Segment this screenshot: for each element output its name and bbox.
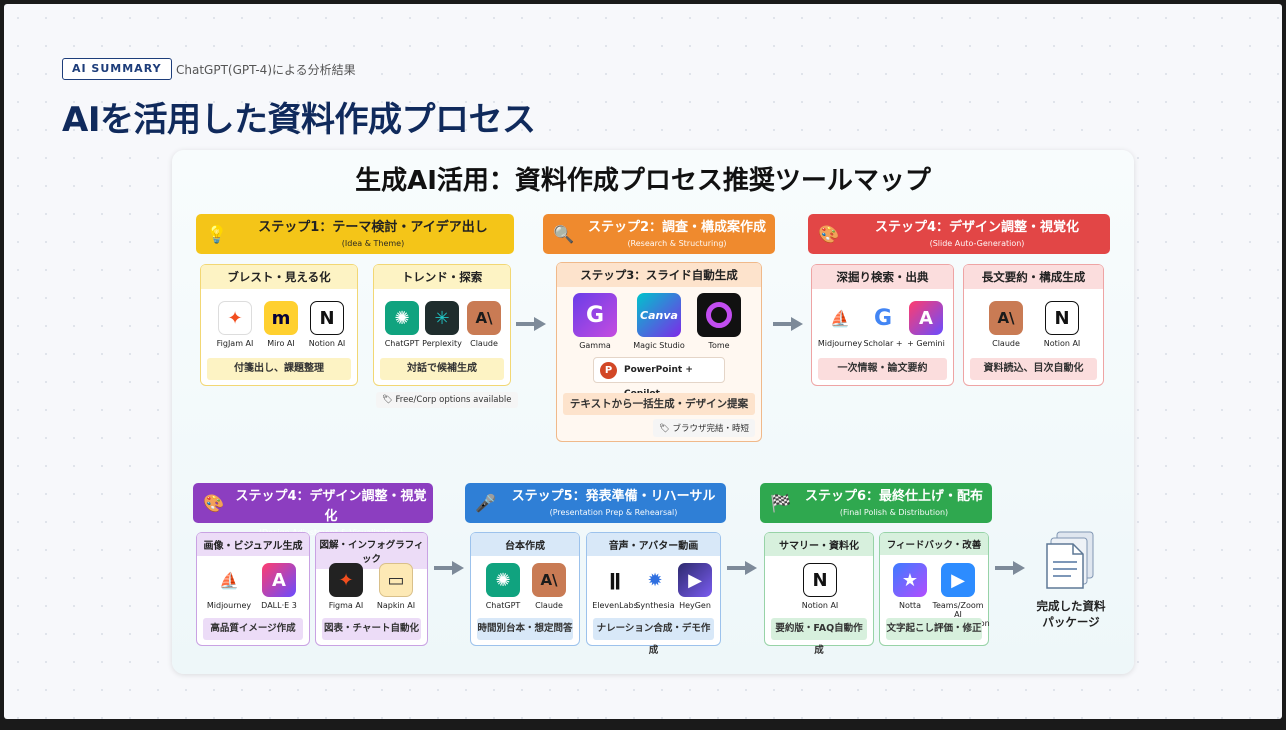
summary-box: サマリー・資料化 N Notion AI 要約版・FAQ自動作成 <box>764 532 874 656</box>
infographic-box: 図解・インフォグラフィック ✦ Figma AI ▭ Napkin AI 図表・… <box>315 532 428 646</box>
napkin-tool: ▭ Napkin AI <box>368 563 424 610</box>
free-corp-note: 🏷 Free/Corp options available <box>376 392 518 408</box>
microphone-icon: 🎤 <box>475 494 497 514</box>
brainstorm-box: ブレスト・見える化 ✦ FigJam AI m Miro AI N Notion… <box>200 264 358 386</box>
trend-box: トレンド・探索 ✺ ChatGPT ✳ Perplexity A\ Claude… <box>373 264 511 386</box>
powerpoint-logo-icon: P <box>600 362 617 379</box>
badge-subtitle: ChatGPT(GPT-4)による分析結果 <box>176 63 356 77</box>
map-title: 生成AI活用：資料作成プロセス推奨ツールマップ <box>355 166 931 196</box>
google-scholar-tool: G Scholar + <box>855 301 911 348</box>
arrow-icon <box>995 561 1025 575</box>
midjourney-tool: ⛵ Midjourney <box>812 301 868 348</box>
notion-logo-icon: N <box>1045 301 1079 335</box>
long-summary-box: 長文要約・構成生成 A\ Claude N Notion AI 資料読込、目次自… <box>963 264 1104 386</box>
figma-logo-icon: ✦ <box>329 563 363 597</box>
document-stack-icon <box>1046 531 1094 589</box>
checkered-flag-icon: 🏁 <box>770 494 792 514</box>
browser-note: 🏷 ブラウザ完結・時短 <box>652 419 755 437</box>
midjourney-logo-icon: ⛵ <box>212 563 246 597</box>
chatgpt-tool: ✺ ChatGPT <box>475 563 531 610</box>
image-generation-box: 画像・ビジュアル生成 ⛵ Midjourney A DALL·E 3 高品質イメ… <box>196 532 310 646</box>
zoom-logo-icon: ▶ <box>941 563 975 597</box>
notta-tool: ★ Notta <box>882 563 938 610</box>
chatgpt-tool: ✺ ChatGPT <box>374 301 430 348</box>
notion-tool: N Notion AI <box>1034 301 1090 348</box>
tag-icon: 🏷 <box>382 395 393 405</box>
palette-icon: 🎨 <box>818 225 840 245</box>
step4b-header: 🎨 ステップ4：デザイン調整・視覚化 (Design Adjustment & … <box>193 483 433 537</box>
perplexity-tool: ✳ Perplexity <box>414 301 470 348</box>
gamma-logo-icon: G <box>573 293 617 337</box>
tome-tool: Tome <box>691 293 747 350</box>
claude-logo-icon: A\ <box>989 301 1023 335</box>
gemini-tool: A + Gemini <box>898 301 954 348</box>
canva-tool: Canva Magic Studio <box>629 293 689 350</box>
figjam-tool: ✦ FigJam AI <box>207 301 263 348</box>
miro-logo-icon: m <box>264 301 298 335</box>
step1-header: 💡 ステップ1：テーマ検討・アイデア出し (Idea & Theme) <box>196 214 514 254</box>
arrow-icon <box>773 317 803 331</box>
dalle-logo-icon: A <box>262 563 296 597</box>
napkin-logo-icon: ▭ <box>379 563 413 597</box>
claude-logo-icon: A\ <box>467 301 501 335</box>
adobe-logo-icon: A <box>909 301 943 335</box>
page-title: AIを活用した資料作成プロセス <box>62 100 536 140</box>
midjourney-logo-icon: ⛵ <box>823 301 857 335</box>
script-box: 台本作成 ✺ ChatGPT A\ Claude 時間別台本・想定問答 <box>470 532 580 646</box>
arrow-icon <box>727 561 757 575</box>
elevenlabs-tool: ǁ ElevenLabs <box>587 563 643 610</box>
claude-logo-icon: A\ <box>532 563 566 597</box>
deep-search-box: 深掘り検索・出典 ⛵ Midjourney G Scholar + A + Ge… <box>811 264 954 386</box>
tag-icon: 🏷 <box>658 424 670 434</box>
notion-tool: N Notion AI <box>299 301 355 348</box>
figjam-logo-icon: ✦ <box>218 301 252 335</box>
notion-logo-icon: N <box>310 301 344 335</box>
chatgpt-logo-icon: ✺ <box>385 301 419 335</box>
figma-tool: ✦ Figma AI <box>318 563 374 610</box>
step2-header: 🔍 ステップ2：調査・構成案作成 (Research & Structuring… <box>543 214 775 254</box>
notta-logo-icon: ★ <box>893 563 927 597</box>
ai-summary-badge: AI SUMMARY <box>62 58 172 80</box>
notion-logo-icon: N <box>803 563 837 597</box>
perplexity-logo-icon: ✳ <box>425 301 459 335</box>
midjourney-tool: ⛵ Midjourney <box>201 563 257 610</box>
tome-logo-icon <box>697 293 741 337</box>
step5-header: 🎤 ステップ5：発表準備・リハーサル (Presentation Prep & … <box>465 483 726 523</box>
claude-tool: A\ Claude <box>521 563 577 610</box>
lightbulb-icon: 💡 <box>206 225 228 245</box>
final-package: 完成した資料 パッケージ <box>1026 530 1116 630</box>
miro-tool: m Miro AI <box>253 301 309 348</box>
gamma-tool: G Gamma <box>567 293 623 350</box>
canva-logo-icon: Canva <box>637 293 681 337</box>
claude-tool: A\ Claude <box>456 301 512 348</box>
dalle-tool: A DALL·E 3 <box>251 563 307 610</box>
heygen-tool: ▶ HeyGen <box>667 563 723 610</box>
magnifier-icon: 🔍 <box>553 225 575 245</box>
synthesia-tool: ✹ Synthesia <box>627 563 683 610</box>
voice-avatar-box: 音声・アバター動画 ǁ ElevenLabs ✹ Synthesia ▶ Hey… <box>586 532 723 656</box>
notion-tool: N Notion AI <box>792 563 848 610</box>
arrow-icon <box>434 561 464 575</box>
feedback-box: フィードバック・改善 ★ Notta ▶ Teams/Zoom AI summa… <box>879 532 990 646</box>
synthesia-logo-icon: ✹ <box>638 563 672 597</box>
google-logo-icon: G <box>866 301 900 335</box>
claude-tool: A\ Claude <box>978 301 1034 348</box>
step3-box: ステップ3：スライド自動生成 G Gamma Canva Magic Studi… <box>556 262 762 442</box>
palette-icon: 🎨 <box>203 494 225 514</box>
step6-header: 🏁 ステップ6：最終仕上げ・配布 (Final Polish & Distrib… <box>760 483 992 523</box>
chatgpt-logo-icon: ✺ <box>486 563 520 597</box>
arrow-icon <box>516 317 546 331</box>
step4a-header: 🎨 ステップ4：デザイン調整・視覚化 (Slide Auto-Generatio… <box>808 214 1110 254</box>
powerpoint-copilot-pill: P PowerPoint + Copilot <box>593 357 725 399</box>
elevenlabs-logo-icon: ǁ <box>598 563 632 597</box>
heygen-logo-icon: ▶ <box>678 563 712 597</box>
